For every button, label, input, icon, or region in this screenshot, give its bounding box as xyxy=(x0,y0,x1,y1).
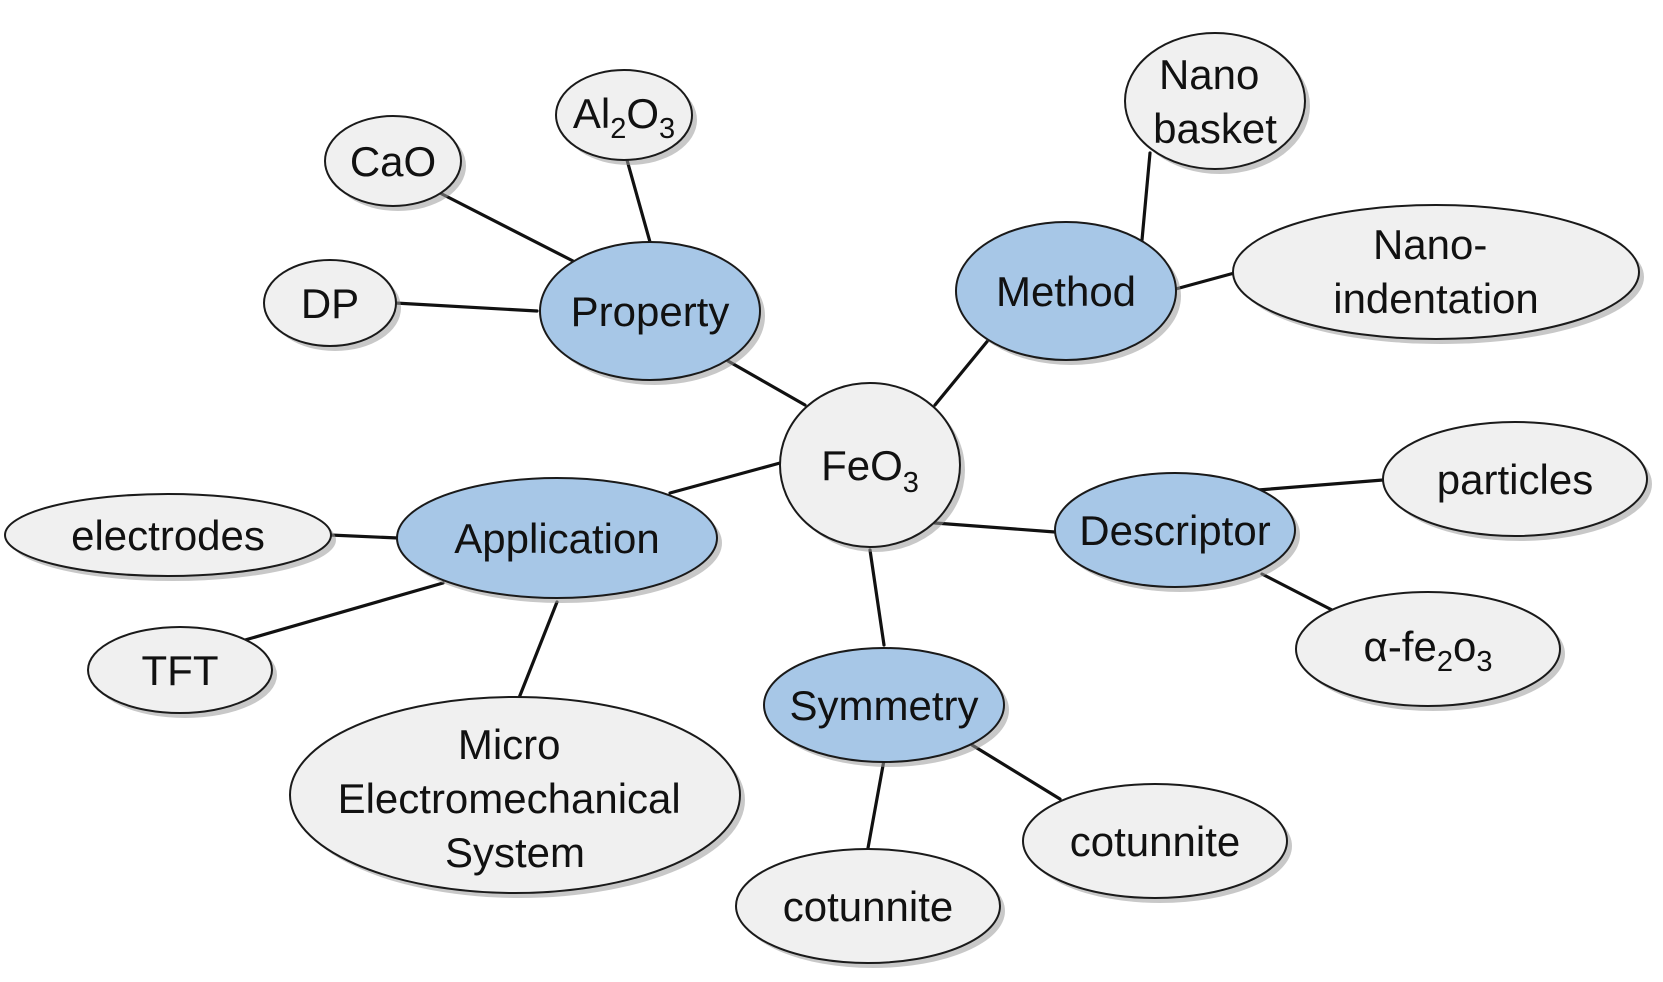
al2o3-part1: Al xyxy=(573,90,610,137)
leaf-label-electrodes: electrodes xyxy=(71,512,265,559)
category-node-symmetry: Symmetry xyxy=(763,647,1009,767)
category-node-application: Application xyxy=(396,477,722,603)
edge-property-al2o3 xyxy=(625,158,652,244)
root-node-shape xyxy=(779,382,961,548)
leaf-label-cotunnite-bottom: cotunnite xyxy=(783,883,953,930)
leaf-label-mems: Micro Electromechanical System xyxy=(338,721,693,876)
alpha-fe2o3-sub2: 3 xyxy=(1476,646,1492,678)
alpha-fe2o3-part1: α-fe xyxy=(1364,623,1437,670)
edge-feo3-descriptor xyxy=(933,521,1057,534)
leaf-label-cao: CaO xyxy=(350,138,436,185)
al2o3-part2: O xyxy=(626,90,659,137)
category-label-property: Property xyxy=(571,288,730,335)
nano-indentation-line-2: indentation xyxy=(1333,275,1539,322)
category-node-method: Method xyxy=(955,221,1181,365)
leaf-node-electrodes: electrodes xyxy=(4,493,336,581)
edge-property-cao xyxy=(436,190,575,263)
root-node-label: FeO3 xyxy=(821,442,919,499)
category-label-descriptor: Descriptor xyxy=(1079,507,1270,554)
edge-feo3-property xyxy=(726,359,807,407)
edge-feo3-symmetry xyxy=(868,548,886,647)
edge-descriptor-alphafe2o3 xyxy=(1260,572,1334,612)
mems-line-3: System xyxy=(445,829,585,876)
connector-lines xyxy=(243,151,1385,850)
mems-line-1: Micro xyxy=(458,721,561,768)
mems-line-2: Electromechanical xyxy=(338,775,681,822)
category-node-descriptor: Descriptor xyxy=(1054,472,1300,592)
leaf-node-nano-indentation: Nano- indentation xyxy=(1232,204,1644,344)
leaf-node-alpha-fe2o3: α-fe2o3 xyxy=(1295,591,1565,711)
leaf-label-nano-indentation: Nano- indentation xyxy=(1333,221,1539,322)
alpha-fe2o3-sub1: 2 xyxy=(1437,646,1453,678)
edge-feo3-method xyxy=(933,336,992,407)
edge-method-nanobasket xyxy=(1140,151,1152,242)
al2o3-sub1: 2 xyxy=(610,113,626,145)
root-node-feo3: FeO3 xyxy=(779,382,965,552)
leaf-label-tft: TFT xyxy=(142,647,219,694)
nano-indentation-line-1: Nano- xyxy=(1373,221,1487,268)
category-label-application: Application xyxy=(454,515,659,562)
edge-descriptor-particles xyxy=(1256,478,1385,492)
leaf-label-nano-basket: Nano basket xyxy=(1153,51,1277,152)
edge-application-tft xyxy=(243,581,445,642)
edge-application-electrodes xyxy=(328,533,400,540)
leaf-node-cotunnite-right: cotunnite xyxy=(1022,783,1292,903)
leaf-node-mems: Micro Electromechanical System xyxy=(289,696,745,898)
leaf-label-cotunnite-right: cotunnite xyxy=(1070,818,1240,865)
category-label-symmetry: Symmetry xyxy=(790,682,979,729)
leaf-label-al2o3: Al2O3 xyxy=(573,90,675,145)
root-label-main: FeO xyxy=(821,442,903,489)
category-label-method: Method xyxy=(996,268,1136,315)
edge-application-mems xyxy=(515,600,559,705)
edge-property-dp xyxy=(393,301,539,313)
leaf-node-nano-basket: Nano basket xyxy=(1124,32,1310,174)
nano-basket-line-1: Nano xyxy=(1159,51,1259,98)
nano-basket-line-2: basket xyxy=(1153,105,1277,152)
edge-symmetry-cotunnite-right xyxy=(970,743,1062,801)
leaf-label-alpha-fe2o3: α-fe2o3 xyxy=(1364,623,1493,678)
edge-method-nanoindentation xyxy=(1170,270,1240,292)
leaf-node-cao: CaO xyxy=(324,115,466,211)
leaf-node-cotunnite-bottom: cotunnite xyxy=(735,848,1005,968)
edge-symmetry-cotunnite-bottom xyxy=(866,758,886,850)
root-label-subscript: 3 xyxy=(903,467,919,499)
leaf-label-particles: particles xyxy=(1437,456,1593,503)
category-node-property: Property xyxy=(539,241,765,385)
leaf-label-dp: DP xyxy=(301,280,359,327)
leaf-node-particles: particles xyxy=(1382,421,1652,541)
al2o3-sub2: 3 xyxy=(659,113,675,145)
leaf-node-dp: DP xyxy=(263,259,401,351)
leaf-node-tft: TFT xyxy=(87,626,277,718)
leaf-node-al2o3: Al2O3 xyxy=(555,69,697,165)
edge-feo3-application xyxy=(668,461,782,495)
alpha-fe2o3-part2: o xyxy=(1453,623,1476,670)
